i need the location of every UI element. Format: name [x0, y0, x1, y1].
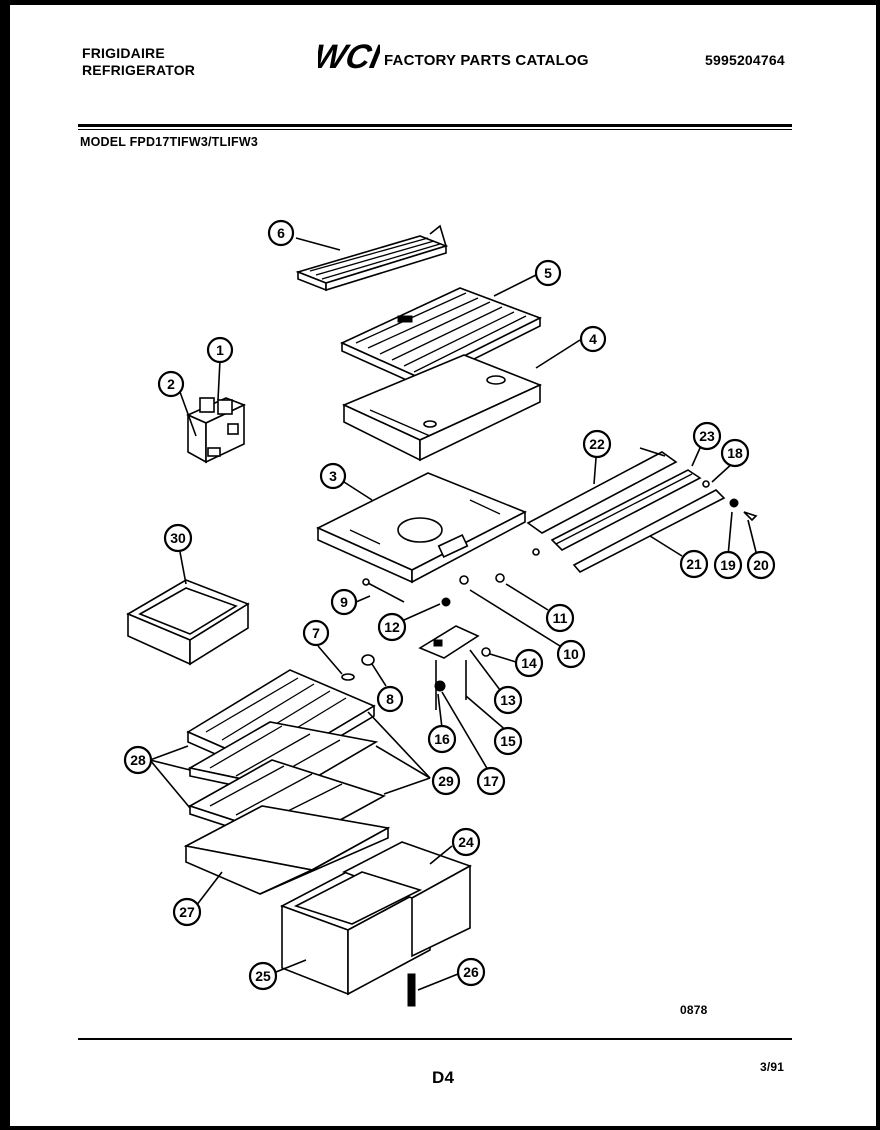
callout-label: 1 — [216, 342, 224, 358]
callout-label: 14 — [521, 655, 537, 671]
callout-30: 30 — [163, 523, 193, 553]
header-rule-thin — [78, 129, 792, 130]
wci-logo: WCI — [318, 38, 380, 72]
callout-label: 8 — [386, 691, 394, 707]
callout-27: 27 — [172, 897, 202, 927]
callout-label: 4 — [589, 331, 597, 347]
part-22-rail — [526, 447, 678, 534]
callout-label: 18 — [727, 445, 743, 461]
callout-10: 10 — [556, 639, 586, 669]
callout-9: 9 — [330, 588, 358, 616]
callout-3: 3 — [319, 462, 347, 490]
callout-label: 22 — [589, 436, 605, 452]
callout-24: 24 — [451, 827, 481, 857]
scan-border-left — [0, 0, 10, 1130]
callout-16: 16 — [427, 724, 457, 754]
callout-17: 17 — [476, 766, 506, 796]
callout-12: 12 — [377, 612, 407, 642]
callout-label: 28 — [130, 752, 146, 768]
model-number: MODEL FPD17TIFW3/TLIFW3 — [80, 135, 258, 149]
callout-1: 1 — [206, 336, 234, 364]
part-30-pan — [126, 579, 250, 666]
part-24-25-crispers — [280, 841, 472, 996]
callout-label: 20 — [753, 557, 769, 573]
wci-logo-text: WCI — [318, 38, 380, 72]
part-18-19-20-hardware — [702, 480, 758, 522]
callout-label: 21 — [686, 556, 702, 572]
callout-2: 2 — [157, 370, 185, 398]
callout-label: 11 — [553, 610, 568, 626]
callout-label: 24 — [458, 834, 474, 850]
callout-label: 3 — [329, 468, 337, 484]
callout-label: 5 — [544, 265, 552, 281]
callout-label: 6 — [277, 225, 285, 241]
callout-4: 4 — [579, 325, 607, 353]
callout-21: 21 — [679, 549, 709, 579]
callout-label: 16 — [434, 731, 450, 747]
catalog-part-number: 5995204764 — [705, 52, 785, 68]
header-rule-thick — [78, 124, 792, 127]
callout-label: 29 — [438, 773, 454, 789]
callout-label: 23 — [699, 428, 715, 444]
brand-name: FRIGIDAIRE — [82, 45, 165, 61]
part-26-screw — [407, 973, 416, 1007]
page-code: D4 — [432, 1068, 455, 1087]
callout-20: 20 — [746, 550, 776, 580]
scan-border-bottom — [0, 1126, 880, 1130]
callout-25: 25 — [248, 961, 278, 991]
callout-label: 2 — [167, 376, 175, 392]
part-21-rail — [572, 489, 726, 574]
callout-14: 14 — [514, 648, 544, 678]
callout-5: 5 — [534, 259, 562, 287]
callout-label: 12 — [384, 619, 400, 635]
callout-label: 27 — [179, 904, 195, 920]
callout-label: 9 — [340, 594, 348, 610]
catalog-title: FACTORY PARTS CATALOG — [384, 52, 589, 69]
callout-19: 19 — [713, 550, 743, 580]
callout-7: 7 — [302, 619, 330, 647]
date-code: 3/91 — [760, 1060, 785, 1074]
part-3-cover — [316, 472, 527, 584]
callout-29: 29 — [431, 766, 461, 796]
damper-hardware — [341, 573, 505, 710]
drawing-code: 0878 — [680, 1003, 708, 1017]
callout-22: 22 — [582, 429, 612, 459]
callout-18: 18 — [720, 438, 750, 468]
scan-border-top — [0, 0, 880, 5]
product-type: REFRIGERATOR — [82, 62, 196, 78]
callout-label: 7 — [312, 625, 320, 641]
callout-label: 10 — [563, 646, 579, 662]
callout-26: 26 — [456, 957, 486, 987]
callout-8: 8 — [376, 685, 404, 713]
callout-15: 15 — [493, 726, 523, 756]
callout-6: 6 — [267, 219, 295, 247]
part-4-tray — [342, 354, 543, 462]
callout-label: 30 — [170, 530, 186, 546]
callout-28: 28 — [123, 745, 153, 775]
callout-label: 19 — [720, 557, 736, 573]
part-6-basket — [295, 224, 449, 292]
part-27-frame — [183, 805, 391, 895]
brand-block: FRIGIDAIRE REFRIGERATOR — [82, 45, 195, 79]
callout-label: 15 — [500, 733, 516, 749]
scan-border-right — [876, 0, 880, 1130]
callout-label: 26 — [463, 964, 479, 980]
callout-leaders — [149, 237, 757, 991]
part-1-2-bin — [186, 397, 247, 464]
callout-13: 13 — [493, 685, 523, 715]
footer-rule — [78, 1038, 792, 1040]
callout-23: 23 — [692, 421, 722, 451]
callout-label: 13 — [500, 692, 516, 708]
callout-label: 17 — [483, 773, 499, 789]
part-23-rail — [532, 469, 702, 556]
callout-11: 11 — [545, 603, 575, 633]
callout-label: 25 — [255, 968, 271, 984]
